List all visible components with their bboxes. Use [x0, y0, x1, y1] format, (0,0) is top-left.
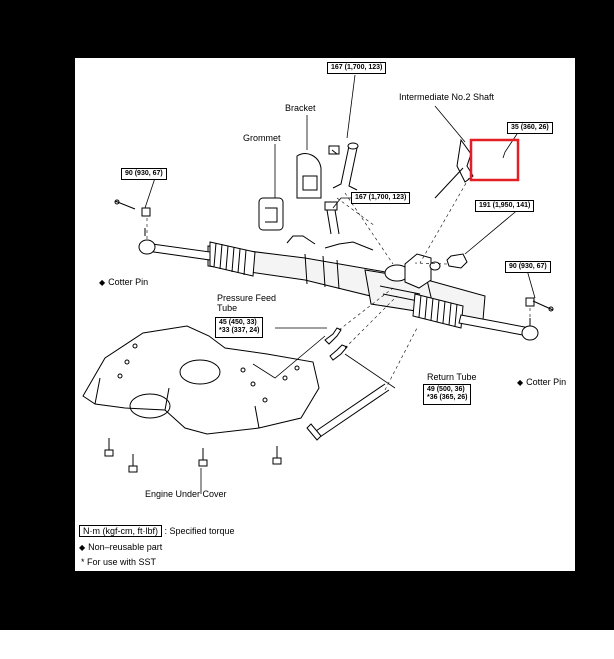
tie-rod-right: [458, 297, 554, 341]
bottom-band: [0, 630, 614, 659]
highlight-box: [469, 138, 520, 182]
grommet-part: [258, 197, 284, 231]
under-cover-bolts: [104, 438, 282, 473]
legend-non-reusable: ◆Non–reusable part: [79, 542, 163, 552]
mount-nut-right: [446, 253, 468, 269]
intermediate-shaft-part: [434, 138, 474, 199]
label-pressure-feed-tube: Pressure Feed Tube: [217, 293, 277, 313]
legend-sst-note: * For use with SST: [81, 557, 157, 567]
label-intermediate-shaft: Intermediate No.2 Shaft: [399, 92, 495, 102]
label-cotter-pin-left: ◆Cotter Pin: [99, 277, 149, 287]
steering-rack-diagram: [82, 74, 554, 494]
torque-tie-rod-right: 90 (930, 67): [505, 261, 551, 274]
torque-pressure-feed: 45 (450, 33)*33 (337, 24): [215, 317, 264, 338]
mid-bolt: [324, 201, 340, 235]
bellows-left: [209, 241, 256, 277]
engine-under-cover-part: [82, 325, 320, 435]
control-valve: [404, 253, 441, 289]
torque-top-bolt: 167 (1,700, 123): [327, 62, 387, 75]
diamond-icon: ◆: [79, 543, 86, 552]
diamond-icon: ◆: [517, 378, 524, 387]
leader-lines: [144, 74, 536, 494]
bracket-bolt: [328, 142, 359, 191]
label-return-tube: Return Tube: [427, 372, 477, 382]
label-bracket: Bracket: [285, 103, 316, 113]
torque-return-tube: 49 (500, 36)*36 (365, 26): [423, 384, 472, 405]
bracket-part: [296, 153, 322, 199]
legend-unit: N·m (kgf-cm, ft·lbf) : Specified torque: [79, 525, 235, 537]
label-grommet: Grommet: [243, 133, 281, 143]
torque-tie-rod-left: 90 (930, 67): [121, 168, 167, 181]
torque-mount-nut-right: 191 (1,950, 141): [475, 200, 535, 213]
unit-description: : Specified torque: [164, 526, 235, 536]
label-cotter-pin-right: ◆Cotter Pin: [517, 377, 567, 387]
torque-mid-bolt: 167 (1,700, 123): [351, 192, 411, 205]
pressure-feed-tube: [286, 235, 374, 251]
assembly-dashed-lines: [146, 177, 531, 391]
tie-rod-left: [114, 199, 211, 261]
tube-fittings: [324, 327, 348, 361]
long-mount-bolt: [306, 383, 390, 441]
bellows-right: [412, 293, 464, 329]
diagram-sheet: Bracket Grommet Intermediate No.2 Shaft …: [75, 58, 575, 571]
diamond-icon: ◆: [99, 278, 106, 287]
unit-box: N·m (kgf-cm, ft·lbf): [79, 525, 162, 537]
label-engine-under-cover: Engine Under Cover: [145, 489, 227, 499]
torque-intermediate-shaft-bolt: 35 (360, 26): [507, 122, 553, 135]
